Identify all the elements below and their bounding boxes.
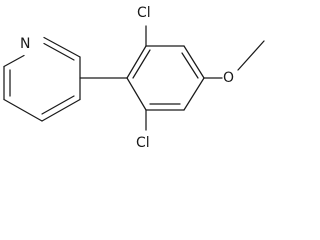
- bond-b1-b2: [126, 45, 147, 79]
- bond-b1-b2-inner: [132, 49, 151, 79]
- bond-c4-c5-inner: [41, 95, 75, 115]
- benzene-ring: [126, 45, 205, 111]
- oxygen-label: O: [223, 70, 234, 86]
- bond-n-c6: [43, 36, 81, 58]
- chemical-structure: N Cl Cl O: [3, 5, 265, 151]
- chlorine-top-label: Cl: [137, 5, 151, 21]
- bond-methyl: [237, 40, 265, 71]
- bond-b3-b4: [183, 45, 205, 79]
- bond-b6-b1: [126, 77, 147, 111]
- bond-c3-c4: [3, 98, 43, 122]
- bond-n-c2: [3, 54, 25, 68]
- bond-b4-b5: [183, 77, 205, 111]
- bond-c4-c5: [41, 98, 81, 122]
- bond-n-c6-inner: [43, 42, 75, 61]
- pyridine-ring: [3, 36, 81, 122]
- nitrogen-label: N: [20, 36, 30, 52]
- chlorine-bottom-label: Cl: [136, 135, 150, 151]
- bond-b3-b4-inner: [181, 52, 199, 79]
